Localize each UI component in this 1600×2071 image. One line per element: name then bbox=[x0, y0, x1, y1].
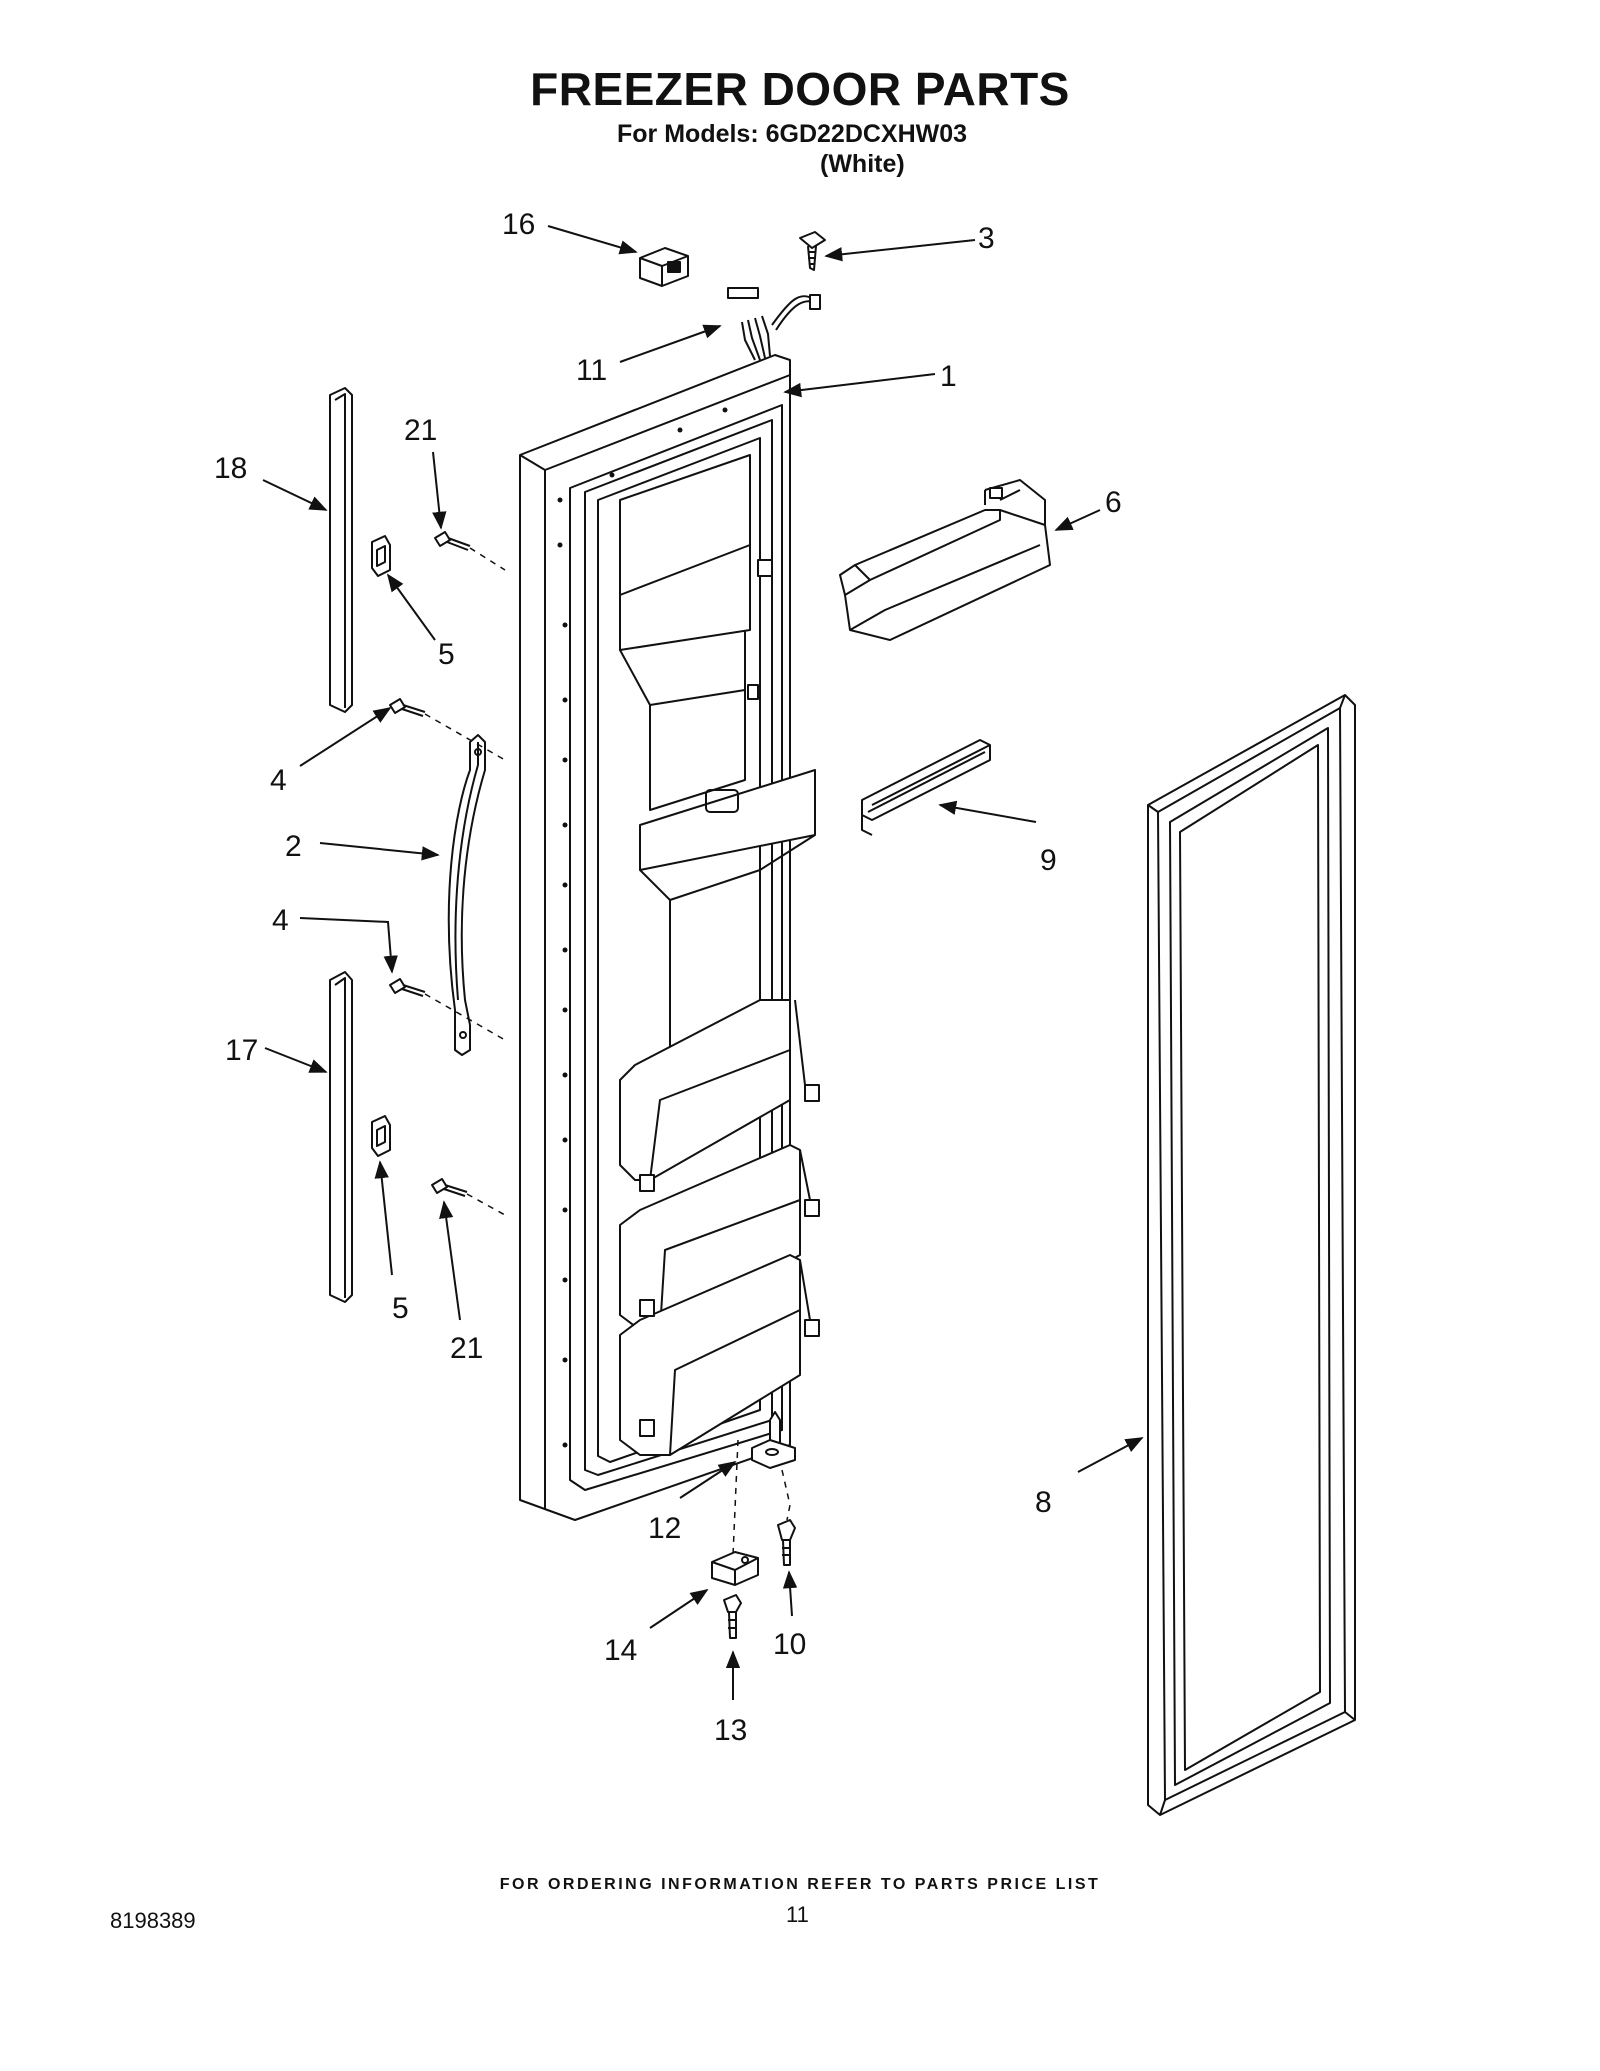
ordering-note: FOR ORDERING INFORMATION REFER TO PARTS … bbox=[499, 1876, 1101, 1893]
page-title: FREEZER DOOR PARTS bbox=[530, 63, 1070, 115]
door-shelf bbox=[839, 479, 1051, 641]
callout-18: 18 bbox=[214, 452, 247, 485]
callout-21-top: 21 bbox=[404, 414, 437, 447]
screw-21-upper bbox=[434, 531, 471, 551]
callout-13: 13 bbox=[714, 1714, 747, 1747]
freezer-door-assembly bbox=[519, 354, 820, 1521]
screw-21-lower bbox=[431, 1178, 468, 1197]
callout-8: 8 bbox=[1035, 1486, 1052, 1519]
callout-14: 14 bbox=[604, 1634, 637, 1667]
callout-4-bottom: 4 bbox=[272, 904, 289, 937]
top-screw bbox=[799, 231, 826, 271]
trim-strip bbox=[861, 739, 991, 836]
door-handle bbox=[447, 734, 486, 1056]
callout-17: 17 bbox=[225, 1034, 258, 1067]
callout-11: 11 bbox=[576, 354, 607, 387]
screw-4-upper bbox=[389, 698, 426, 717]
callout-5-top: 5 bbox=[438, 638, 455, 671]
door-gasket bbox=[1147, 694, 1356, 1816]
hinge-block-14 bbox=[711, 1551, 759, 1586]
upper-side-trim bbox=[329, 387, 353, 713]
callout-5-bottom: 5 bbox=[392, 1292, 409, 1325]
callout-labels: 16 3 11 1 21 18 6 5 4 9 2 4 17 5 21 8 12… bbox=[214, 208, 1122, 1747]
callout-1: 1 bbox=[940, 360, 957, 393]
screw-4-lower bbox=[389, 978, 426, 997]
callout-10: 10 bbox=[773, 1628, 806, 1661]
callout-21-bottom: 21 bbox=[450, 1332, 483, 1365]
model-number-line: For Models: 6GD22DCXHW03 bbox=[617, 120, 968, 148]
wire-harness bbox=[727, 287, 821, 361]
callout-2: 2 bbox=[285, 830, 302, 863]
lower-side-trim bbox=[329, 971, 353, 1303]
callout-16: 16 bbox=[502, 208, 535, 241]
callout-leaders bbox=[262, 225, 1144, 1700]
hinge-pin-bracket bbox=[751, 1411, 796, 1469]
handle-clip-lower bbox=[371, 1115, 391, 1157]
handle-clip-upper bbox=[371, 535, 391, 577]
page-number: 11 bbox=[786, 1902, 809, 1927]
document-number: 8198389 bbox=[110, 1908, 196, 1933]
color-line: (White) bbox=[820, 150, 905, 178]
callout-12: 12 bbox=[648, 1512, 681, 1545]
connector-block bbox=[639, 247, 689, 287]
callout-9: 9 bbox=[1040, 844, 1057, 877]
hinge-screw-13 bbox=[723, 1594, 742, 1639]
door-bins bbox=[619, 999, 820, 1456]
callout-6: 6 bbox=[1105, 486, 1122, 519]
callout-3: 3 bbox=[978, 222, 995, 255]
callout-4-top: 4 bbox=[270, 764, 287, 797]
hinge-screw-10 bbox=[777, 1519, 796, 1566]
